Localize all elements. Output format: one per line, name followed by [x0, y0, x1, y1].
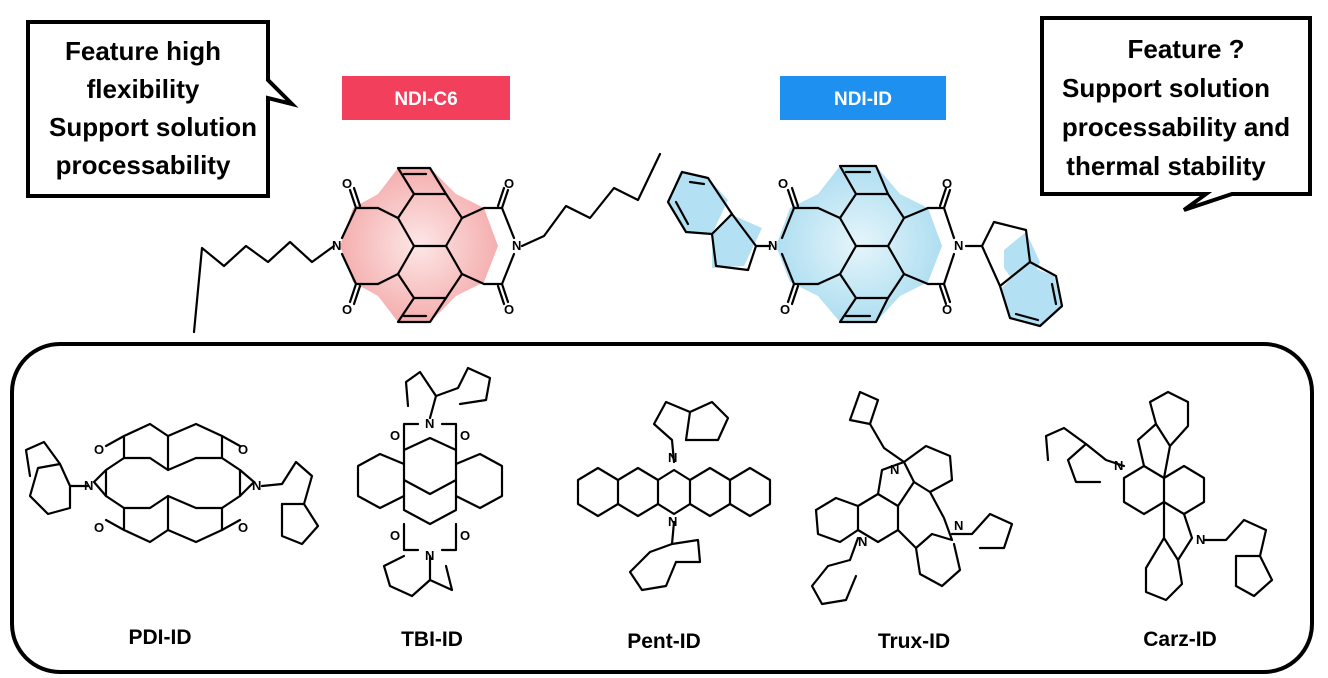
compound-name-tbi-id: TBI-ID — [401, 628, 463, 651]
compound-name-carz-id: Carz-ID — [1143, 628, 1217, 651]
atom-tbi-o-3: O — [390, 528, 400, 543]
atom-pent-n-2: N — [668, 514, 677, 529]
tag-ndi-c6-label: NDI-C6 — [394, 89, 457, 110]
atom-o-3: O — [504, 176, 514, 191]
atom-o-6: O — [780, 302, 790, 317]
callout-right-line-4: thermal stability — [1066, 151, 1266, 181]
atom-o-5: O — [778, 176, 788, 191]
atom-o-2: O — [342, 302, 352, 317]
atom-trux-n-2: N — [954, 518, 963, 533]
molecule-tbi-id: O O O O N N — [356, 366, 504, 598]
atom-pent-n-1: N — [668, 450, 677, 465]
atom-n-3: N — [768, 238, 777, 253]
atom-pdi-o-2: O — [94, 520, 104, 535]
callout-left-line-3: Support solution — [49, 112, 257, 142]
callout-left-line-2: flexibility — [87, 74, 200, 104]
atom-trux-n-3: N — [858, 534, 867, 549]
compound-name-trux-id: Trux-ID — [878, 630, 950, 653]
atom-tbi-o-2: O — [460, 428, 470, 443]
atom-o-8: O — [942, 302, 952, 317]
compound-name-pdi-id: PDI-ID — [129, 626, 192, 649]
callout-right: Feature ? Support solution processabilit… — [1040, 16, 1312, 212]
molecule-pent-id: N N — [576, 400, 772, 592]
atom-n-2: N — [512, 238, 521, 253]
atom-tbi-n-1: N — [425, 416, 434, 431]
atom-tbi-o-4: O — [460, 528, 470, 543]
atom-pdi-o-4: O — [238, 520, 248, 535]
atom-o-1: O — [342, 176, 352, 191]
atom-tbi-n-2: N — [425, 548, 434, 563]
molecule-carz-id: N N — [1044, 390, 1274, 602]
callout-left-line-4: processability — [56, 150, 231, 180]
atom-carz-n-1: N — [1114, 458, 1123, 473]
atom-n-1: N — [332, 238, 341, 253]
callout-right-line-3: processability and — [1062, 112, 1290, 142]
atom-tbi-o-1: O — [390, 428, 400, 443]
callout-right-line-2: Support solution — [1062, 73, 1270, 103]
compound-name-pent-id: Pent-ID — [627, 630, 701, 653]
atom-o-7: O — [942, 176, 952, 191]
atom-pdi-o-1: O — [94, 442, 104, 457]
atom-trux-n-1: N — [890, 462, 899, 477]
molecule-ndi-id: O O O O N N — [666, 164, 1064, 328]
tag-ndi-id-label: NDI-ID — [834, 89, 892, 110]
atom-pdi-n-1: N — [84, 478, 93, 493]
molecule-ndi-c6: O O O O N N — [192, 152, 662, 334]
atom-pdi-o-3: O — [238, 442, 248, 457]
callout-left-line-1: Feature high — [65, 36, 221, 66]
atom-pdi-n-2: N — [252, 478, 261, 493]
tag-ndi-id: NDI-ID — [780, 76, 946, 120]
molecule-pdi-id: O O O O N N — [24, 422, 320, 546]
atom-carz-n-2: N — [1196, 532, 1205, 547]
callout-left: Feature high flexibility Support solutio… — [26, 20, 299, 198]
tag-ndi-id-bg — [780, 76, 946, 120]
atom-o-4: O — [504, 302, 514, 317]
tag-ndi-c6: NDI-C6 — [342, 76, 510, 120]
callout-right-line-1: Feature ? — [1127, 34, 1244, 64]
molecule-trux-id: N N N — [810, 390, 1014, 606]
tag-ndi-c6-bg — [342, 76, 510, 120]
compound-panel — [10, 342, 1314, 674]
atom-n-4: N — [954, 238, 963, 253]
